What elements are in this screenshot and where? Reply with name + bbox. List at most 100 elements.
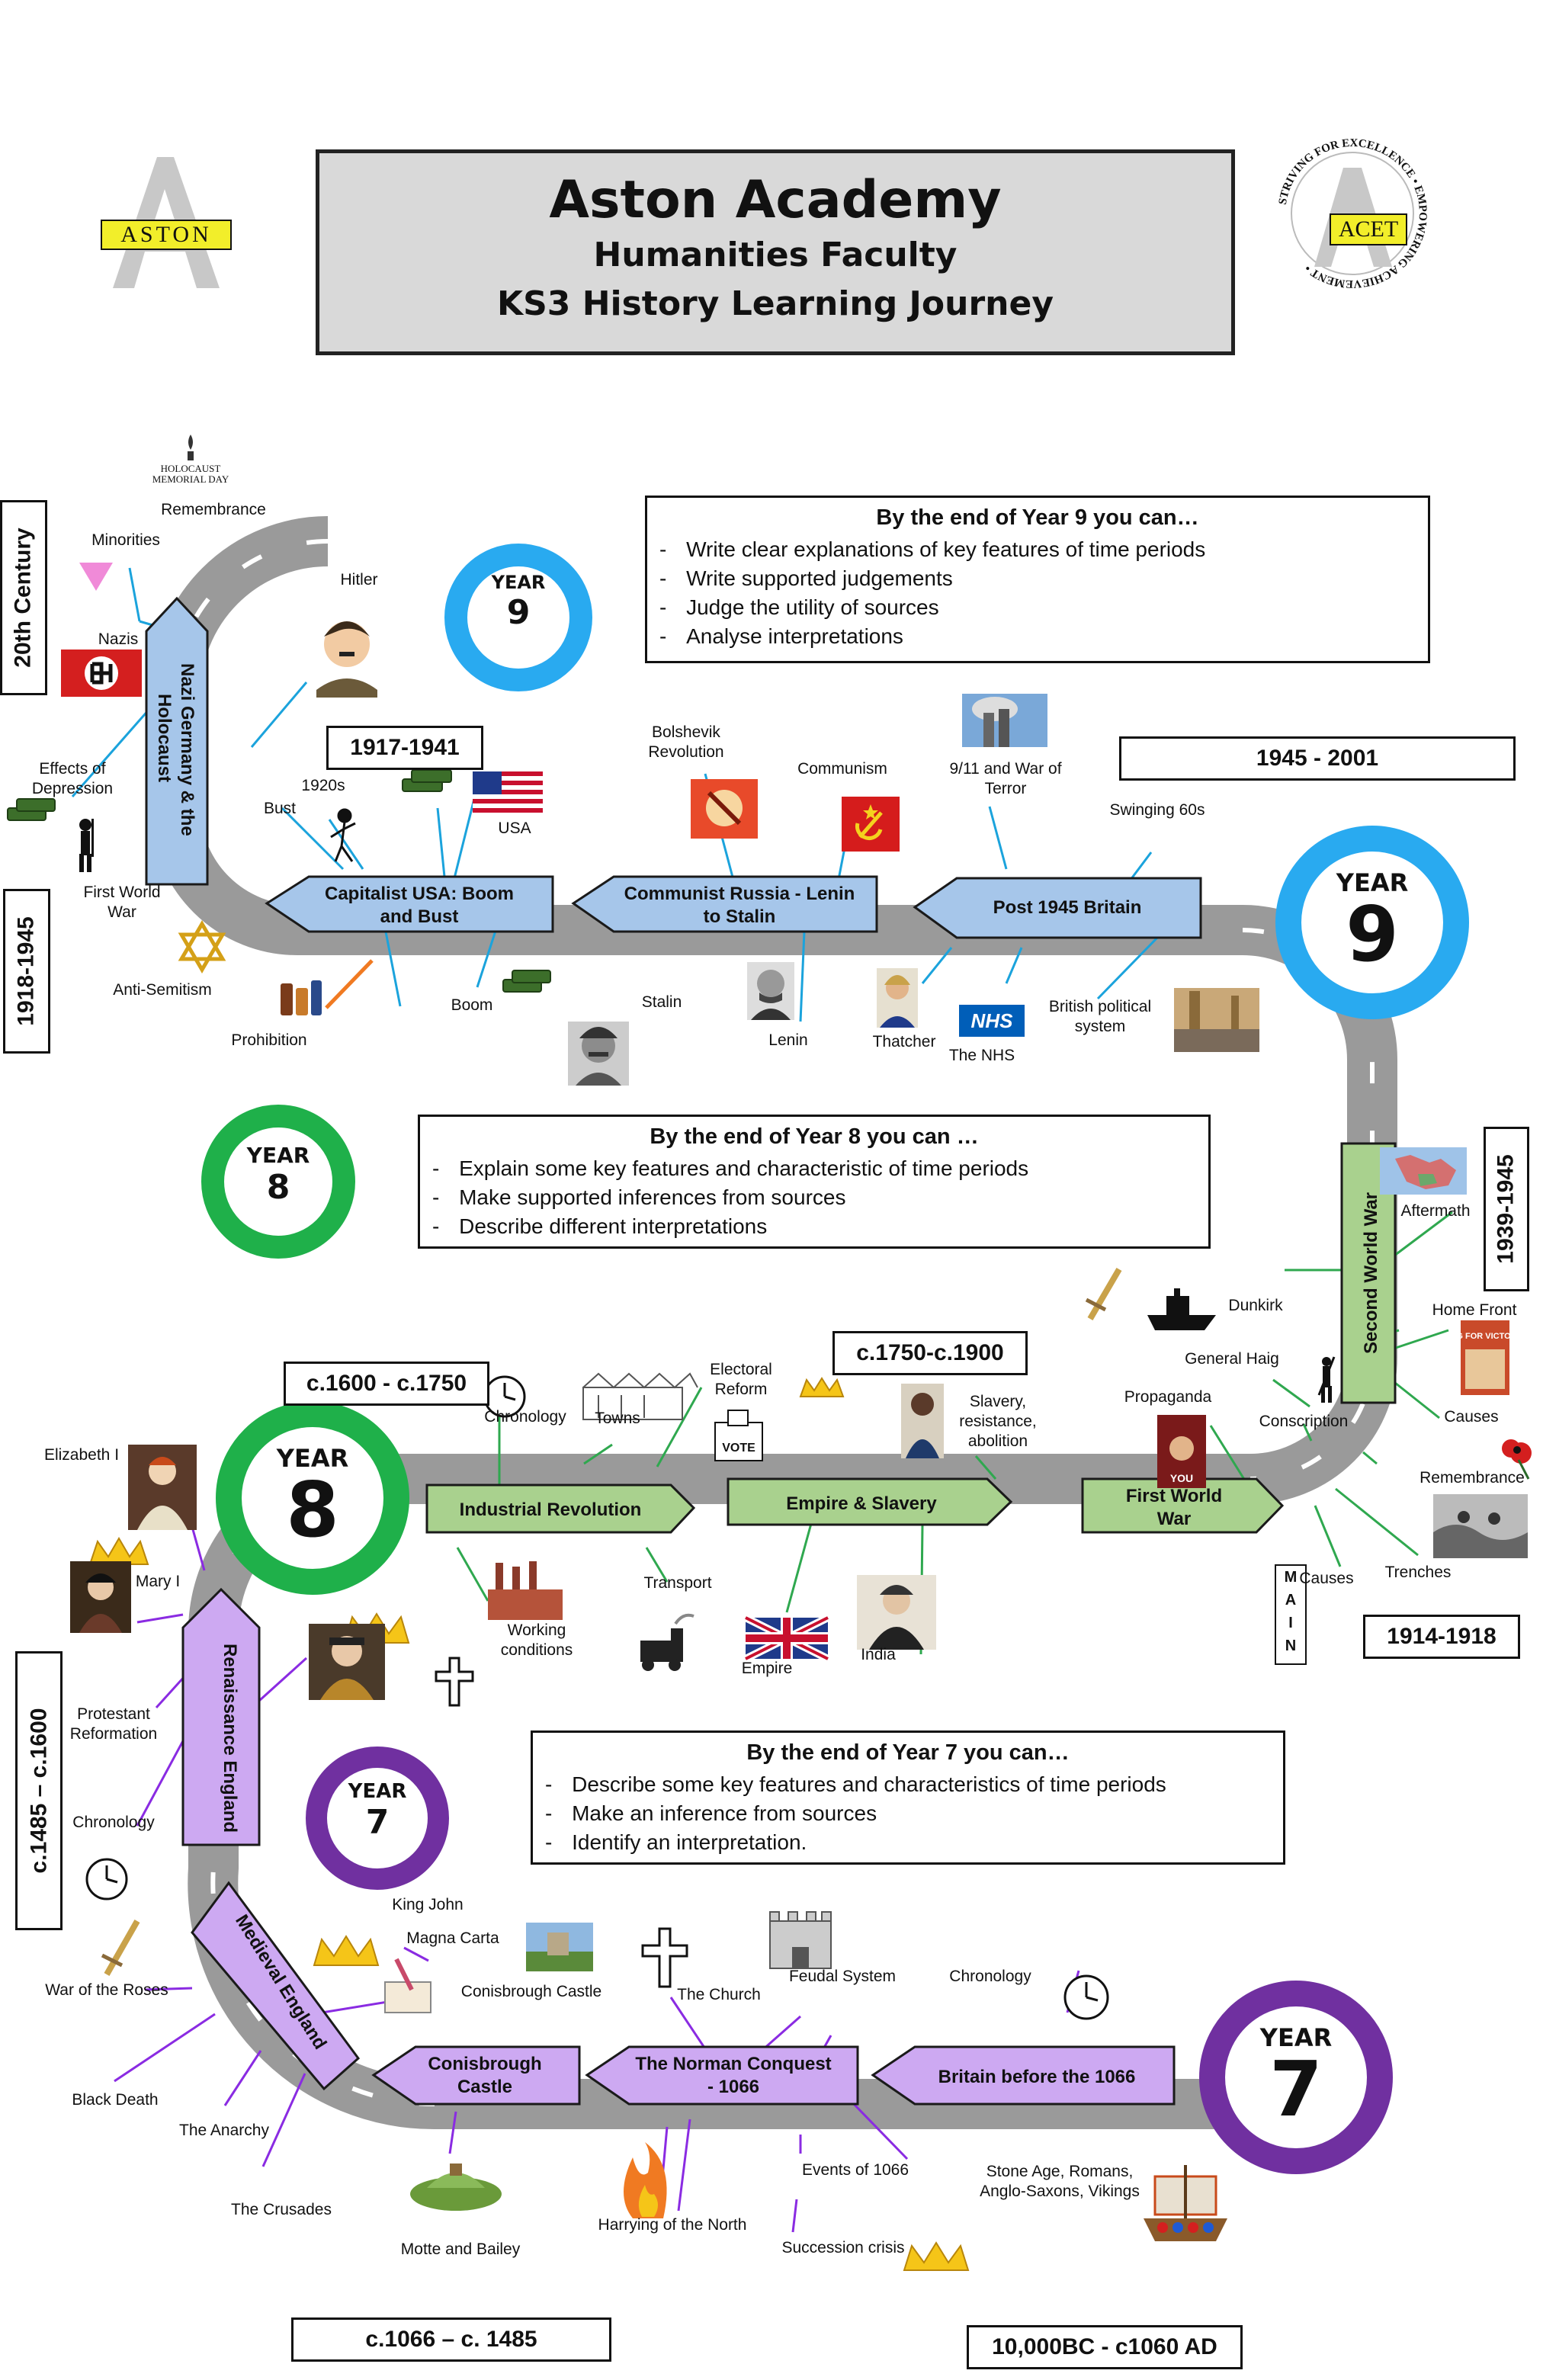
- year9-outcomes-title: By the end of Year 9 you can…: [876, 505, 1199, 530]
- quill-icon: [384, 1958, 431, 2013]
- holocaust-candle-icon: [188, 435, 194, 460]
- year8-small-badge-text: YEAR 8: [233, 1143, 324, 1208]
- industrial-revolution-arrow[interactable]: [425, 1483, 696, 1534]
- conisbrough-castle-icon: [526, 1923, 593, 1971]
- mary-portrait-icon: [70, 1561, 131, 1633]
- empire-slavery-arrow[interactable]: [727, 1477, 1013, 1526]
- fire-icon: [624, 2142, 667, 2218]
- dig-for-victory-text: DIG FOR VICTORY: [1448, 1332, 1522, 1341]
- twin-towers-icon: [962, 694, 1047, 747]
- conisbrough-castle-arrow[interactable]: [371, 2045, 581, 2106]
- year7-outcomes-list: Describe some key features and character…: [545, 1770, 1271, 1857]
- year-word: YEAR: [246, 1143, 310, 1168]
- second-world-war-box[interactable]: [1340, 1142, 1397, 1404]
- topic-arrows-year9: [145, 596, 1202, 939]
- label-conscription: Conscription: [1259, 1413, 1349, 1430]
- year-word: YEAR: [276, 1444, 349, 1473]
- label-king-john: King John: [392, 1896, 464, 1913]
- main-letter: I: [1288, 1615, 1293, 1631]
- europe-map-icon: [1380, 1147, 1467, 1195]
- communist-russia-arrow[interactable]: [571, 875, 878, 933]
- label-slavery-resistance-abolition: Slavery, resistance, abolition: [959, 1393, 1037, 1450]
- trench-icon: [1433, 1494, 1528, 1558]
- year-number: 7: [1269, 2045, 1323, 2134]
- date-1914-1918: 1914-1918: [1363, 1615, 1520, 1659]
- main-letter: M: [1284, 1569, 1298, 1586]
- year9-outcomes-list: Write clear explanations of key features…: [659, 535, 1416, 651]
- year8-large-badge: [216, 1401, 409, 1595]
- label-bolshevik-revolution: Bolshevik Revolution: [648, 723, 724, 761]
- date-1945-2001: 1945 - 2001: [1119, 736, 1516, 781]
- label-minorities: Minorities: [91, 531, 160, 549]
- norman-conquest-arrow[interactable]: [585, 2045, 859, 2106]
- label-usa: USA: [498, 820, 531, 837]
- lenin-portrait-icon: [747, 962, 794, 1020]
- label-harrying-of-the-north: Harrying of the North: [598, 2216, 747, 2234]
- acet-logo-text: ACET: [1330, 213, 1407, 245]
- year8-outcomes-panel: By the end of Year 8 you can … Explain s…: [418, 1115, 1211, 1249]
- renaissance-england-arrow[interactable]: [181, 1587, 261, 1846]
- label-stalin: Stalin: [641, 993, 682, 1011]
- year-number: 8: [266, 1168, 290, 1207]
- year-word: YEAR: [491, 572, 546, 593]
- britain-before-1066-arrow[interactable]: [871, 2045, 1176, 2106]
- label-remembrance: Remembrance: [161, 501, 266, 518]
- acet-logo: STRIVING FOR EXCELLENCE • EMPOWERING ACH…: [1277, 130, 1429, 305]
- year-number: 7: [365, 1803, 390, 1842]
- faculty-subtitle: Humanities Faculty: [593, 236, 958, 274]
- label-conisbrough-castle: Conisbrough Castle: [460, 1983, 602, 2000]
- hitler-portrait-icon: [316, 621, 377, 698]
- label-propaganda: Propaganda: [1124, 1388, 1212, 1406]
- label-working-conditions: Working conditions: [500, 1621, 573, 1659]
- label-feudal-system: Feudal System: [788, 1968, 897, 1985]
- label-the-anarchy: The Anarchy: [179, 2122, 269, 2139]
- label-succession-crisis: Succession crisis: [781, 2239, 905, 2257]
- label-lenin: Lenin: [768, 1031, 808, 1049]
- date-1066-1485: c.1066 – c. 1485: [291, 2317, 611, 2362]
- town-icon: [582, 1372, 698, 1420]
- year8-large-badge-text: YEAR 8: [259, 1445, 366, 1548]
- crown-icon: [88, 1377, 970, 2271]
- capitalist-usa-arrow[interactable]: [265, 875, 554, 933]
- year9-large-badge-text: YEAR 9: [1319, 869, 1426, 973]
- label-prohibition: Prohibition: [231, 1031, 307, 1049]
- nhs-logo-text: NHS: [971, 1009, 1014, 1032]
- label-anti-semitism: Anti-Semitism: [113, 981, 212, 999]
- label-bust: Bust: [263, 800, 297, 817]
- label-first-world-war: First World War: [83, 884, 161, 921]
- aston-logo-text: ASTON: [101, 220, 232, 250]
- label-nazis: Nazis: [98, 630, 139, 648]
- henry-viii-portrait-icon: [309, 1624, 385, 1700]
- label-thatcher: Thatcher: [872, 1033, 936, 1050]
- revolution-poster-icon: [691, 779, 758, 839]
- outcome-item: Make an inference from sources: [545, 1799, 1271, 1828]
- prohibition-connector: [325, 959, 374, 1009]
- nazi-germany-arrow[interactable]: [145, 596, 209, 886]
- year-number: 9: [1346, 890, 1399, 979]
- first-world-war-arrow[interactable]: [1081, 1477, 1285, 1534]
- label-remembrance-ww1: Remembrance: [1419, 1469, 1525, 1487]
- date-1918-1945: 1918-1945: [3, 889, 50, 1054]
- outcome-item: Make supported inferences from sources: [432, 1183, 1196, 1212]
- outcome-item: Judge the utility of sources: [659, 593, 1416, 622]
- outcome-item: Explain some key features and characteri…: [432, 1154, 1196, 1183]
- date-10000bc-1060ad: 10,000BC - c1060 AD: [967, 2325, 1243, 2369]
- year-number: 8: [286, 1465, 339, 1554]
- victoria-portrait-icon: [857, 1575, 936, 1650]
- label-elizabeth-i: Elizabeth I: [43, 1446, 120, 1464]
- year7-large-badge-text: YEAR 7: [1243, 2024, 1349, 2128]
- year-word: YEAR: [348, 1780, 407, 1803]
- year7-outcomes-title: By the end of Year 7 you can…: [746, 1740, 1070, 1765]
- main-letter: A: [1285, 1592, 1297, 1609]
- medieval-england-arrow[interactable]: [191, 1881, 361, 2091]
- post-1945-britain-arrow[interactable]: [913, 877, 1202, 939]
- label-events-of-1066: Events of 1066: [801, 2161, 909, 2179]
- label-home-front: Home Front: [1432, 1301, 1517, 1319]
- castle-icon: [769, 1911, 832, 1969]
- label-causes-ww2: Causes: [1444, 1408, 1499, 1426]
- label-the-crusades: The Crusades: [231, 2201, 332, 2218]
- year-word: YEAR: [1259, 2023, 1333, 2052]
- outcome-item: Describe some key features and character…: [545, 1770, 1271, 1799]
- label-british-political-system: British political system: [1048, 998, 1152, 1035]
- outcome-item: Describe different interpretations: [432, 1212, 1196, 1241]
